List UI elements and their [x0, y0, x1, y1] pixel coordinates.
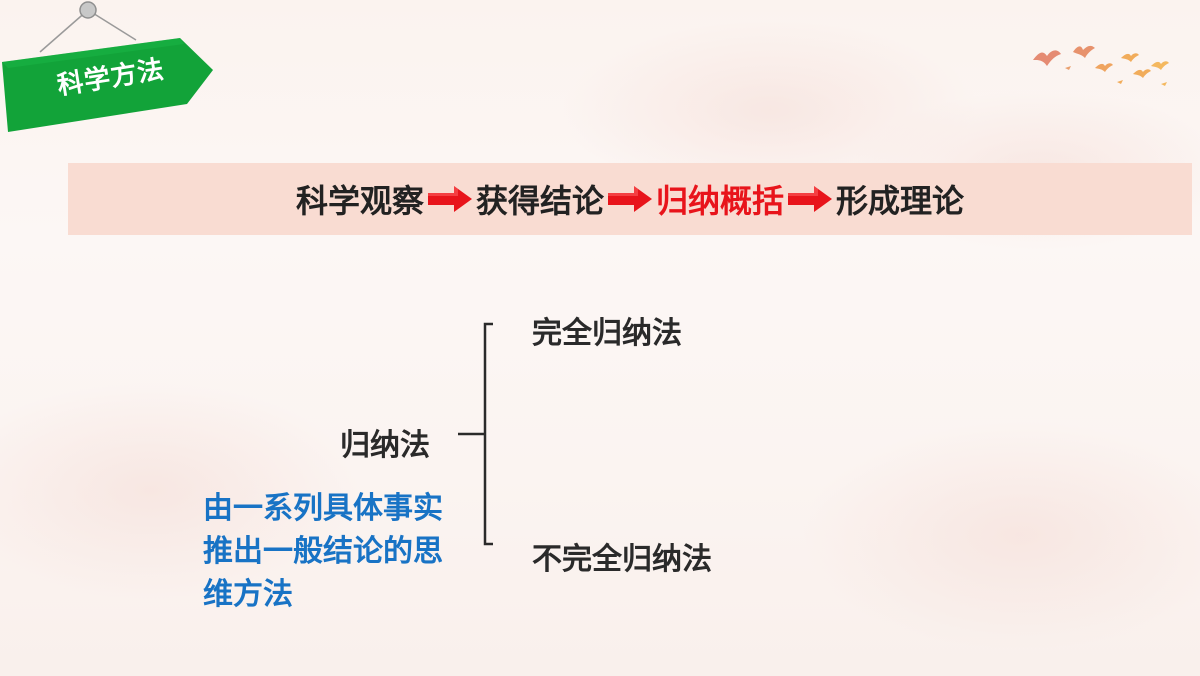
- induction-definition: 由一系列具体事实推出一般结论的思维方法: [203, 491, 443, 612]
- right-arrow-icon: [608, 186, 652, 212]
- branch-incomplete-induction: 不完全归纳法: [532, 542, 712, 577]
- branch-complete-induction: 完全归纳法: [532, 316, 682, 351]
- birds-decoration-icon: [1033, 45, 1169, 86]
- tag-shape: [2, 1, 213, 132]
- brace-connector: [458, 322, 493, 546]
- step-theory: 形成理论: [836, 182, 965, 220]
- step-observation: 科学观察: [295, 182, 424, 220]
- step-induction: 归纳概括: [656, 182, 785, 220]
- process-banner: 科学观察 获得结论 归纳概括 形成理论: [68, 163, 1192, 235]
- root-induction: 归纳法: [340, 428, 430, 463]
- step-conclusion: 获得结论: [475, 182, 604, 220]
- pin-icon: [79, 1, 97, 19]
- right-arrow-icon: [427, 186, 472, 212]
- background-cloud: [800, 420, 1200, 650]
- right-arrow-icon: [788, 186, 833, 212]
- section-tag: 科学方法: [0, 0, 230, 150]
